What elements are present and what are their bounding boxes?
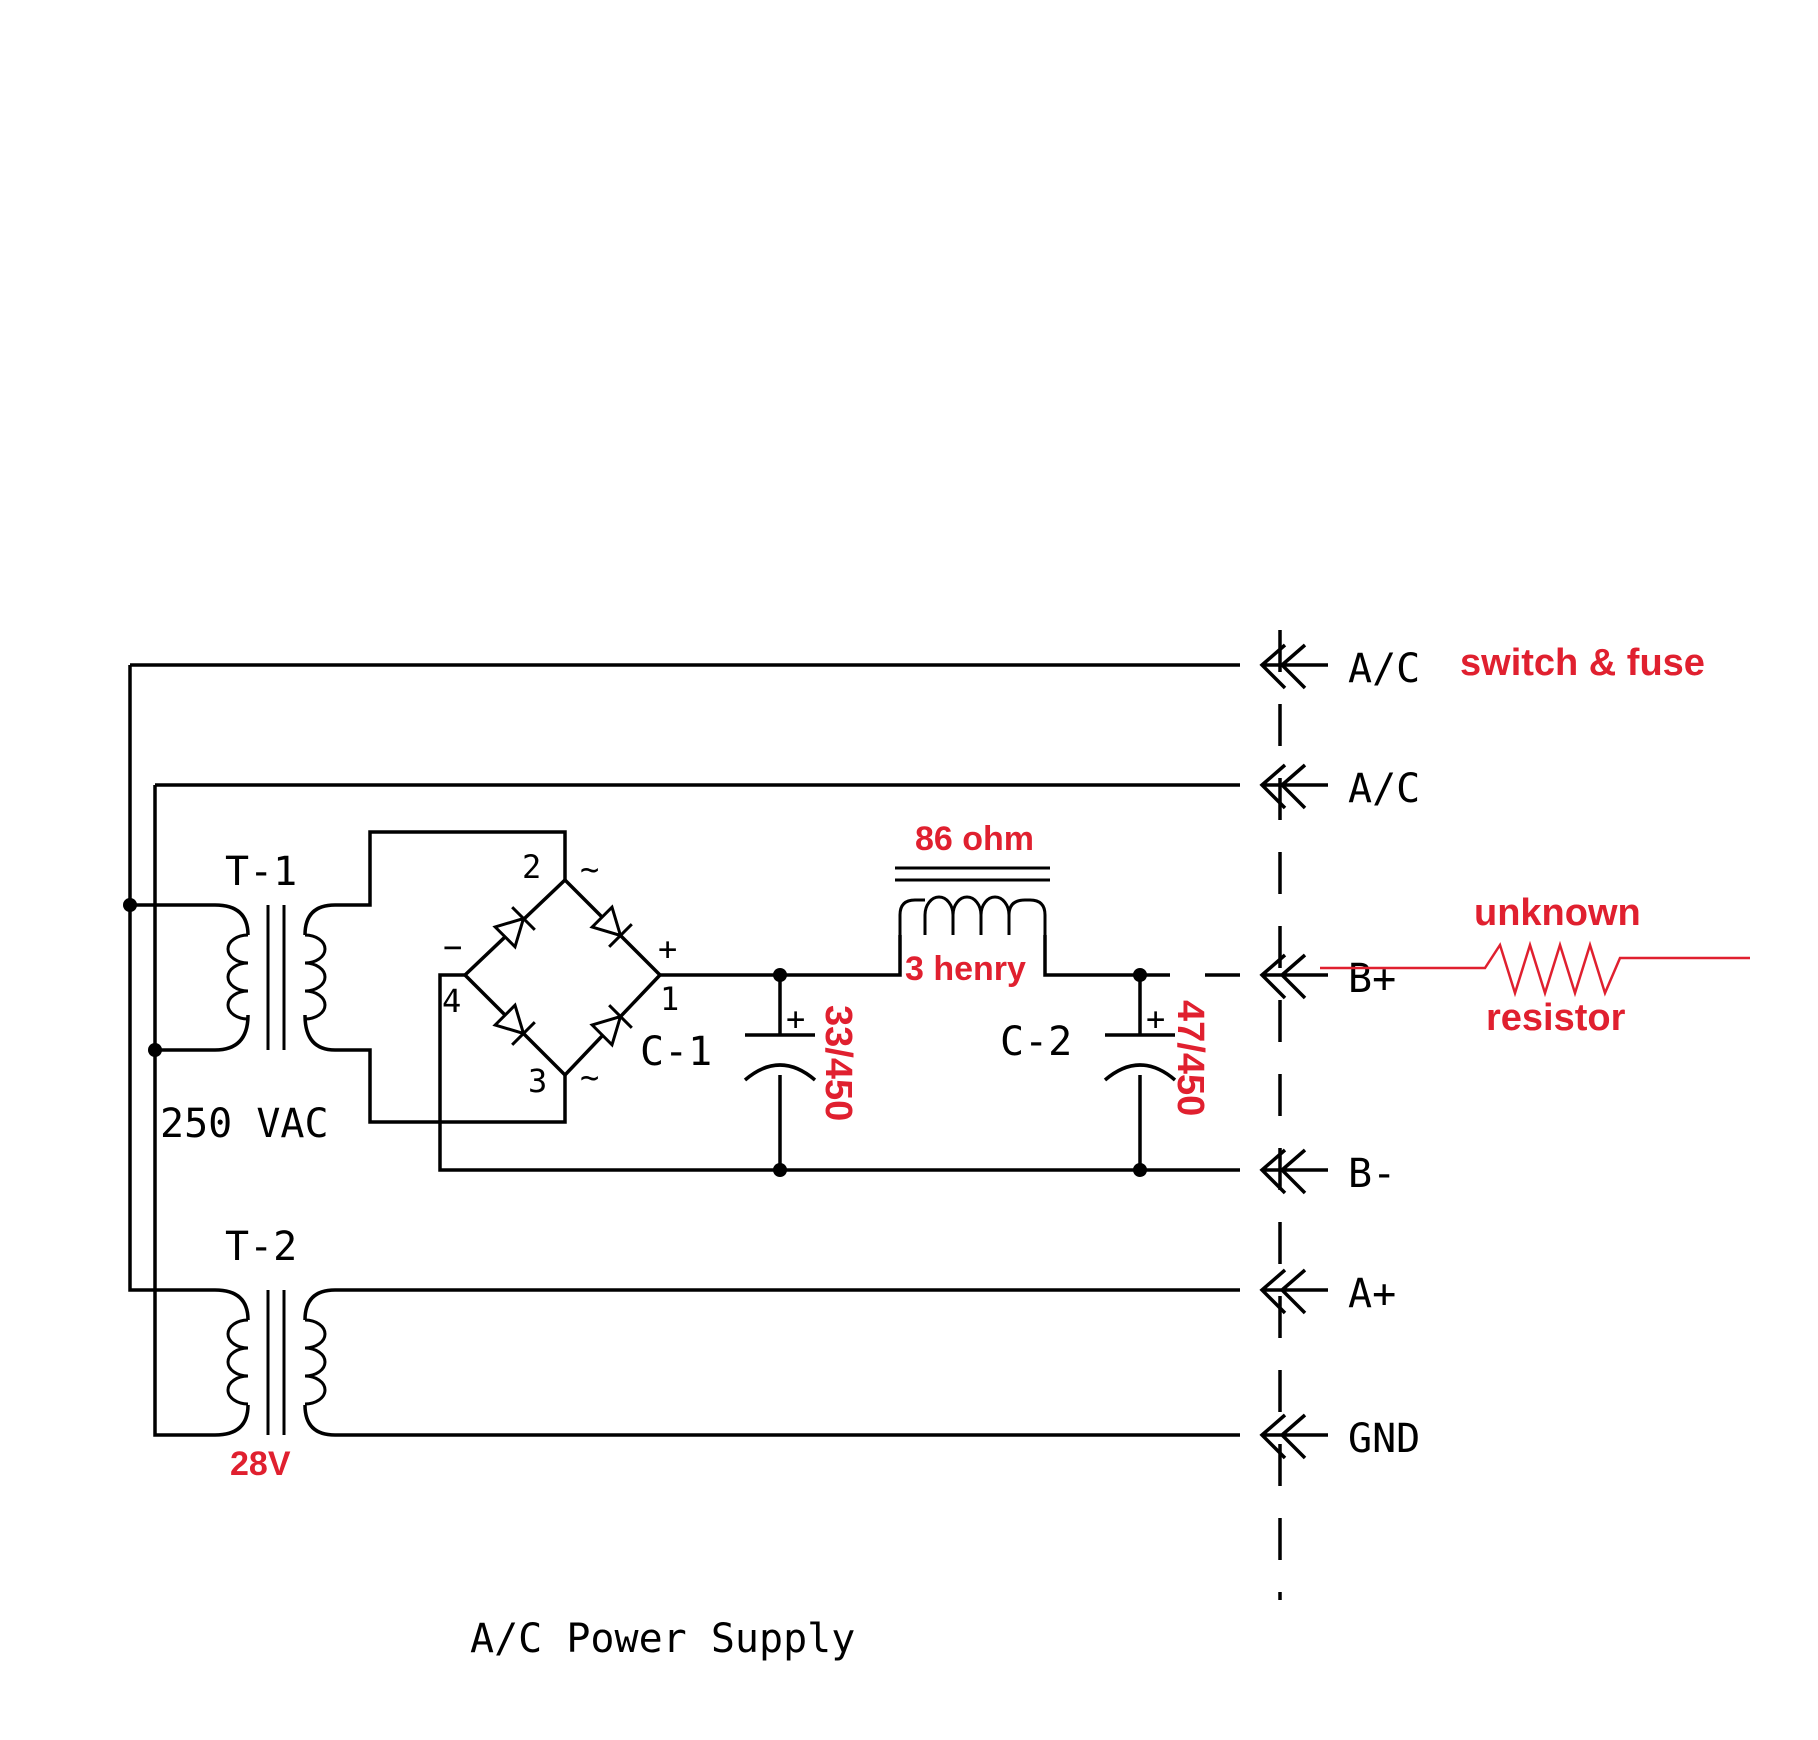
choke-inductance: 3 henry [905, 950, 1026, 988]
bridge-rectifier: 2 3 4 1 + − ~ ~ [442, 848, 679, 1100]
connector-pin-ac-1: A/C [1259, 643, 1420, 692]
wire-t1-secondary-top [303, 830, 567, 936]
connector-pin-label: A/C [1348, 646, 1420, 692]
connector-pin-label: A/C [1348, 766, 1420, 812]
bridge-diamond [462, 877, 663, 1078]
diagram-title: A/C Power Supply [470, 1616, 855, 1662]
wire-t2-primary-bottom [214, 1404, 250, 1437]
connector-pin-ac-2: A/C [1259, 763, 1420, 812]
bridge-pin-2: 2 [522, 848, 541, 886]
junction-dot [123, 898, 137, 912]
junction-dot [148, 1043, 162, 1057]
wire-left-vertical-1 [128, 665, 215, 1292]
connector-pin-bplus: B+ [1259, 953, 1396, 1002]
c1-polarity: + [786, 1000, 805, 1038]
t1-label: T-1 [225, 849, 297, 895]
c2-plate-bottom [1103, 1063, 1177, 1082]
switch-fuse-note: switch & fuse [1460, 642, 1705, 684]
t1-voltage-label: 250 VAC [160, 1101, 329, 1147]
diode-upper-right [589, 904, 633, 948]
connector-pin-aplus: A+ [1259, 1268, 1396, 1317]
connector-pin-gnd: GND [1259, 1413, 1420, 1462]
wire-aplus [303, 1288, 1240, 1321]
t2-voltage-label: 28V [230, 1445, 291, 1483]
unknown-resistor-symbol [1320, 940, 1750, 998]
bridge-ac-top: ~ [580, 850, 599, 888]
junction-dot [773, 1163, 787, 1177]
connector-pin-label: A+ [1348, 1271, 1396, 1317]
wire-gnd [303, 1404, 1240, 1437]
wire-t1-primary-bottom [155, 1014, 250, 1052]
c2-label: C-2 [1000, 1019, 1072, 1065]
choke-resistance: 86 ohm [915, 820, 1034, 858]
transformer-t1: T-1 250 VAC [160, 849, 329, 1147]
bridge-pin-4: 4 [442, 982, 461, 1020]
c2-value: 47/450 [1169, 1000, 1211, 1116]
c2-polarity: + [1146, 1000, 1165, 1038]
connector-pin-label: B+ [1348, 956, 1396, 1002]
wire-bridge-plus [660, 935, 902, 977]
connector-pin-bminus: B- [1259, 1148, 1396, 1197]
diode-upper-left [492, 906, 536, 950]
capacitor-c2: + C-2 47/450 [1000, 1000, 1211, 1116]
junction-dots [123, 898, 1147, 1177]
c1-plate-bottom [743, 1063, 817, 1082]
t1-secondary-coil [304, 933, 327, 1021]
choke-coil [898, 895, 1047, 935]
connector-pin-label: GND [1348, 1416, 1420, 1462]
annotations: switch & fuse unknown resistor [1320, 642, 1750, 1039]
junction-dot [1133, 1163, 1147, 1177]
diode-lower-right [589, 1004, 633, 1048]
junction-dot [773, 968, 787, 982]
connector-pin-label: B- [1348, 1151, 1396, 1197]
connector: A/C A/C B+ B- A+ GND [1259, 630, 1420, 1600]
wire-t1-secondary-bottom [303, 1014, 567, 1124]
wire-bridge-minus [438, 973, 1240, 1172]
c1-label: C-1 [640, 1029, 712, 1075]
bridge-pin-1: 1 [660, 980, 679, 1018]
wire-t1-primary-top [130, 903, 250, 936]
wire-choke-out [1043, 935, 1170, 977]
bridge-plus: + [658, 930, 677, 968]
t2-primary-coil [226, 1318, 249, 1406]
bridge-pin-3: 3 [528, 1062, 547, 1100]
c1-value: 33/450 [817, 1005, 859, 1121]
t2-label: T-2 [225, 1224, 297, 1270]
capacitor-c1: + C-1 33/450 [640, 1000, 859, 1121]
resistor-note-top: unknown [1474, 892, 1641, 934]
t2-secondary-coil [304, 1318, 327, 1406]
t1-primary-coil [226, 933, 249, 1021]
diode-lower-left [492, 1002, 536, 1046]
resistor-note-bottom: resistor [1486, 997, 1626, 1039]
transformer-t2: T-2 28V [225, 1224, 327, 1483]
bridge-ac-bottom: ~ [580, 1058, 599, 1096]
choke-inductor: 86 ohm 3 henry [895, 820, 1050, 988]
bridge-minus: − [443, 928, 462, 966]
junction-dot [1133, 968, 1147, 982]
wire-t2-primary-top [214, 1288, 250, 1321]
wire-left-vertical-2 [153, 785, 215, 1437]
wires [128, 663, 1240, 1437]
